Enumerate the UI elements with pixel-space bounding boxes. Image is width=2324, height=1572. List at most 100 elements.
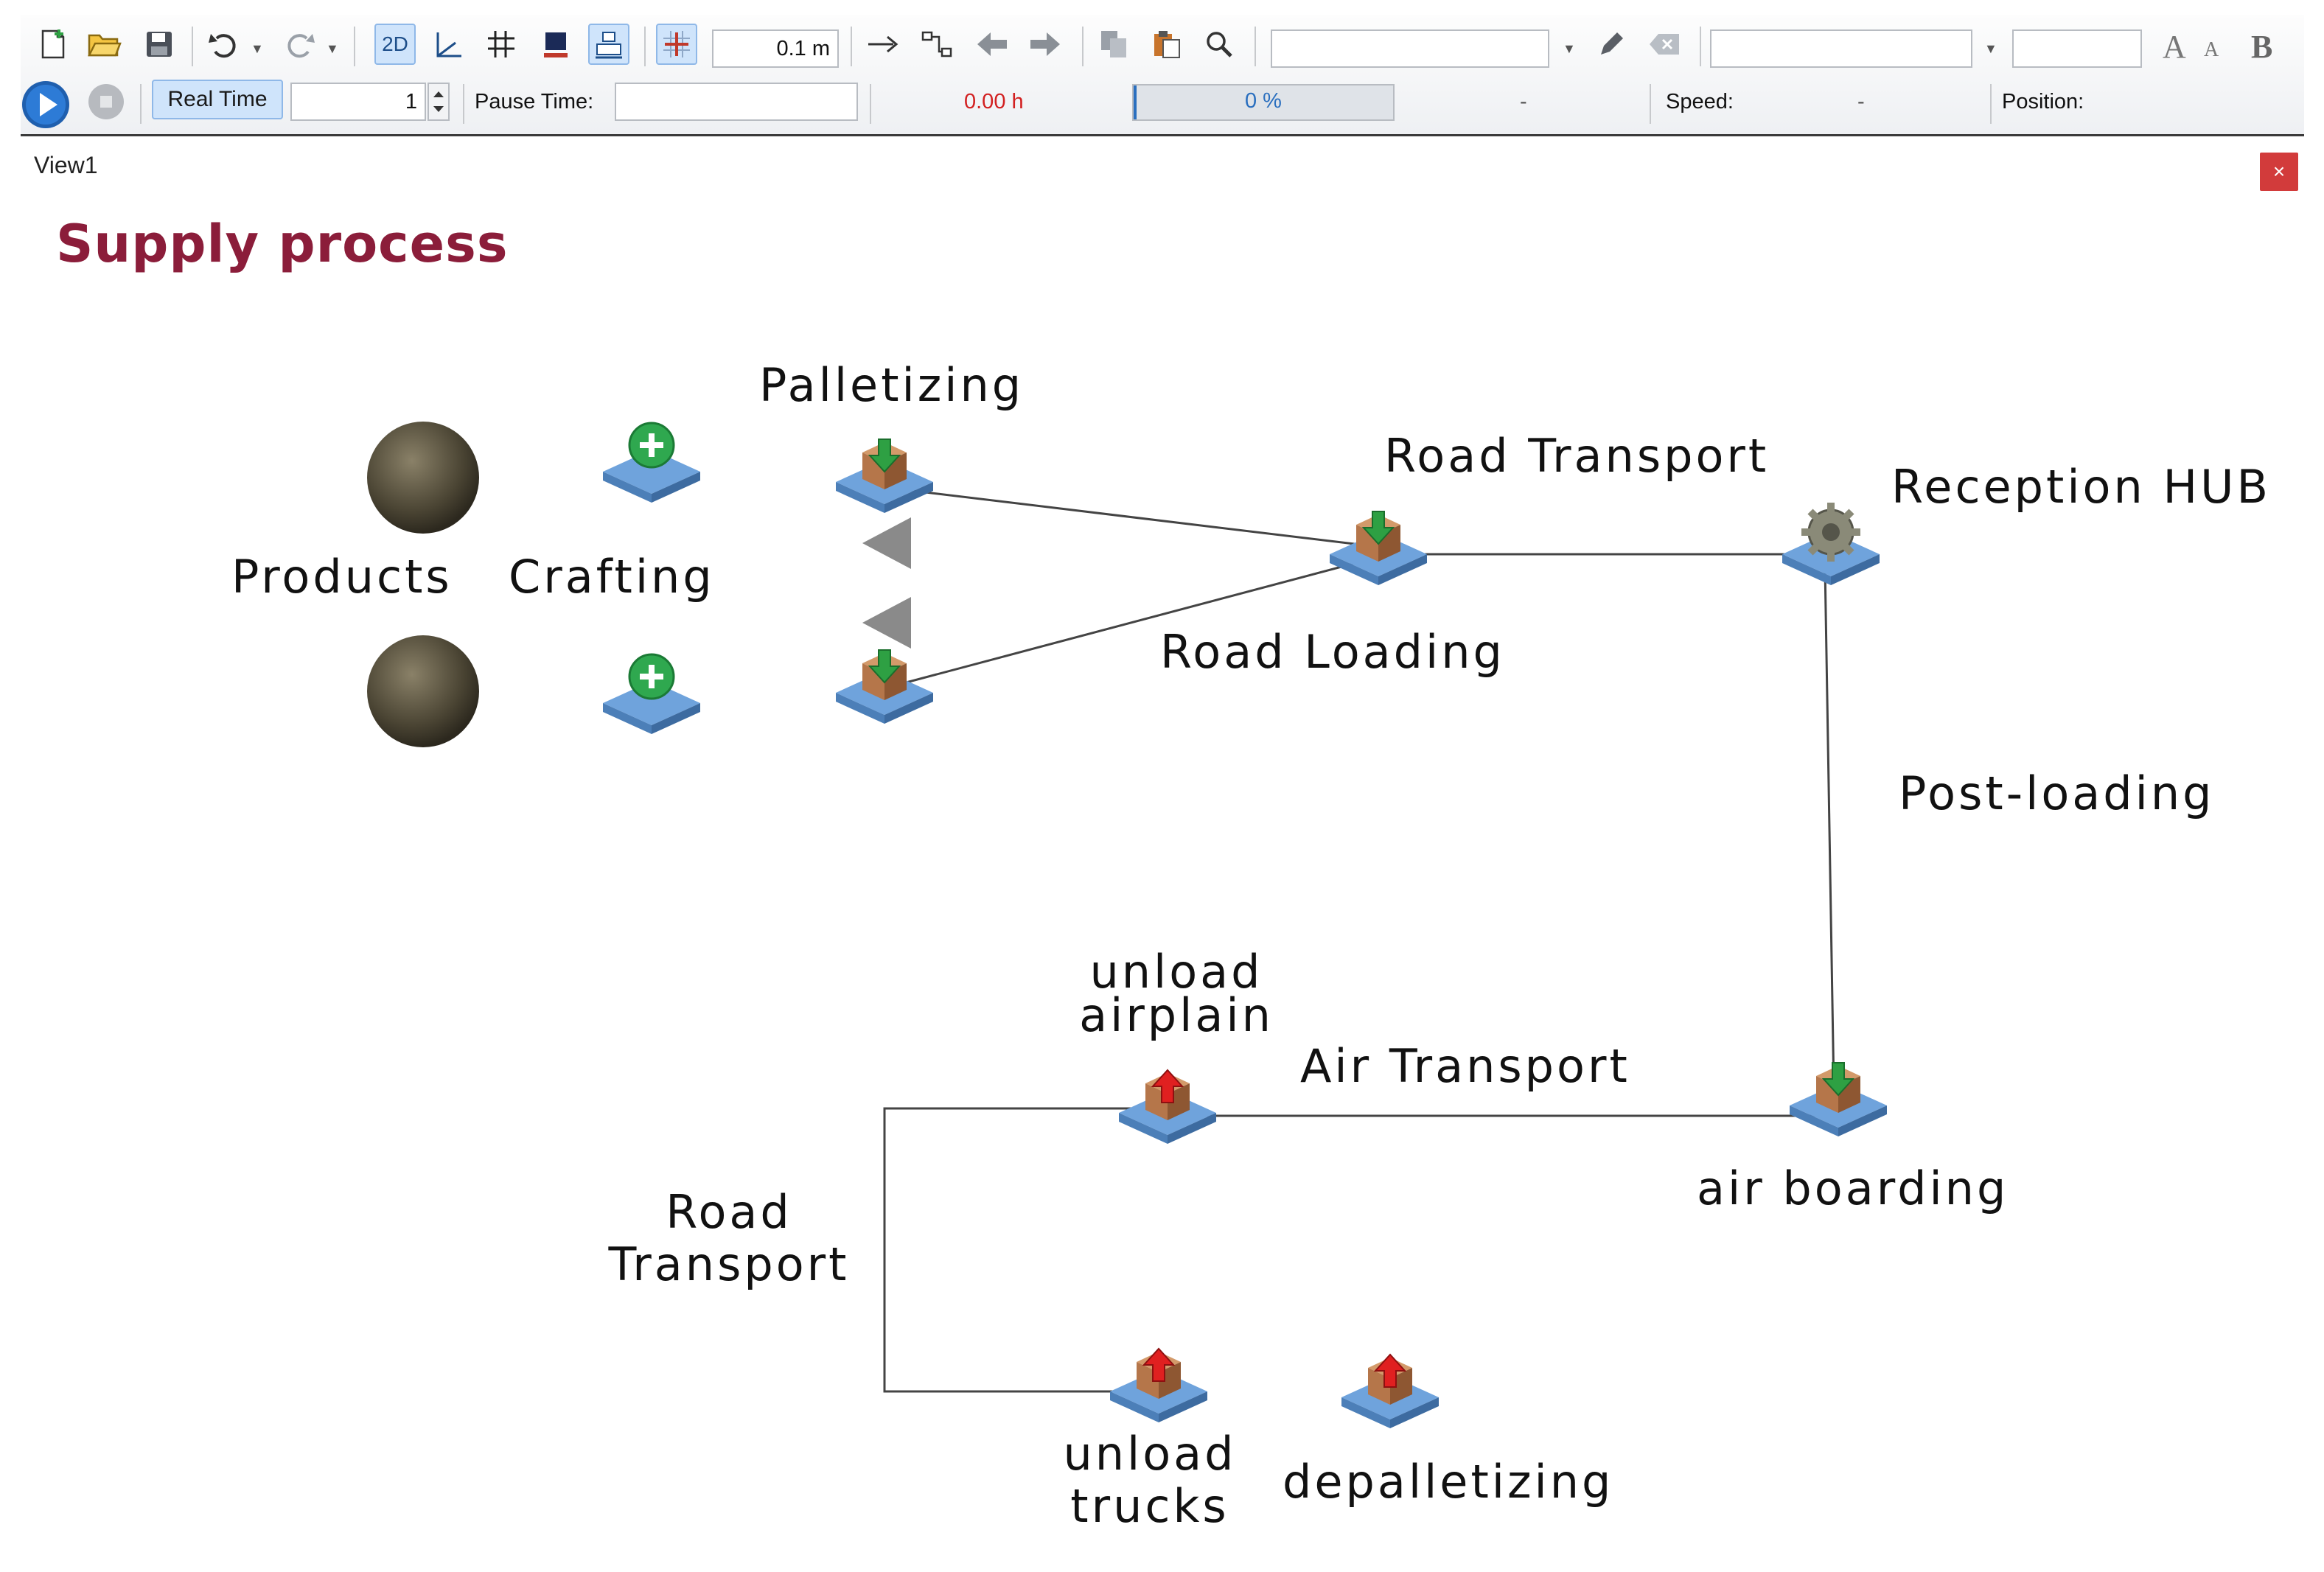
toolbar-separator	[851, 27, 852, 66]
label-unload-trucks-line-2: trucks	[1070, 1479, 1229, 1534]
toolbar-separator	[1990, 84, 1992, 124]
play-button[interactable]	[21, 80, 71, 130]
palletizing-node-2[interactable]	[836, 649, 933, 724]
toolbar-separator	[354, 27, 355, 66]
air-boarding-node[interactable]	[1790, 1062, 1887, 1136]
font-family-dropdown-icon[interactable]: ▼	[1563, 41, 1576, 56]
progress-bar-fill	[1134, 85, 1137, 119]
label-road-transport-bottom-line-2: Transport	[608, 1237, 850, 1292]
label-reception-hub: Reception HUB	[1891, 460, 2272, 514]
label-road-loading: Road Loading	[1160, 625, 1505, 679]
grid-icon[interactable]	[481, 24, 522, 65]
view-tab-label[interactable]: View1	[34, 152, 98, 178]
undo-dropdown-icon[interactable]: ▼	[251, 41, 264, 56]
crafting-node-2[interactable]	[603, 653, 700, 734]
label-post-loading: Post-loading	[1899, 766, 2215, 820]
toolbar-separator	[140, 84, 142, 124]
unload-trucks-node[interactable]	[1110, 1348, 1207, 1422]
label-products: Products	[231, 550, 453, 604]
palletizing-node-1[interactable]	[836, 439, 933, 513]
pencil-icon[interactable]	[1591, 24, 1632, 65]
toolbar-separator	[1700, 27, 1701, 66]
zoom-icon[interactable]	[1198, 24, 1240, 65]
reception-hub-node[interactable]	[1782, 503, 1880, 585]
label-palletizing: Palletizing	[759, 358, 1025, 412]
label-crafting: Crafting	[509, 550, 715, 604]
pause-time-field[interactable]	[615, 83, 858, 121]
speed-multiplier-spinner[interactable]	[428, 83, 450, 121]
bold-button[interactable]: B	[2251, 29, 2273, 65]
arrow-right-icon[interactable]	[1025, 24, 1066, 65]
label-road-transport-top: Road Transport	[1384, 429, 1770, 483]
toolbar-separator	[463, 84, 464, 124]
crafting-node-1[interactable]	[603, 422, 700, 503]
gear-icon	[1801, 503, 1860, 562]
real-time-button[interactable]: Real Time	[152, 80, 283, 119]
speed-multiplier-field[interactable]: 1	[290, 83, 426, 121]
toolbar-separator	[1255, 27, 1256, 66]
label-road-transport-bottom-line-1: Road	[666, 1185, 792, 1239]
label-unload-airplain: unload airplain	[1058, 948, 1294, 1039]
arrow-left-icon[interactable]	[971, 24, 1013, 65]
axis-icon[interactable]	[428, 24, 469, 65]
connector-unload-airplain-to-unload-trucks	[883, 1107, 1135, 1393]
label-unload-airplain-line-2: airplain	[1079, 988, 1274, 1043]
new-file-icon[interactable]	[32, 24, 74, 65]
products-source-node-2[interactable]	[367, 635, 479, 747]
direction-triangle-icon	[862, 517, 911, 569]
open-folder-icon[interactable]	[84, 24, 125, 65]
label-unload-airplain-line-1: unload	[1089, 945, 1263, 999]
connector-palletizing-to-road-transport	[900, 488, 1367, 547]
copy-icon[interactable]	[1094, 24, 1135, 65]
align-icon[interactable]	[588, 24, 629, 65]
toolbar-row-2: Real Time 1 Pause Time: 0.00 h 0 % - Spe…	[21, 80, 2304, 131]
font-size-select[interactable]	[1710, 29, 1972, 68]
color-field[interactable]	[2012, 29, 2142, 68]
speed-value: -	[1857, 90, 1865, 113]
view-2d-button[interactable]: 2D	[374, 24, 416, 65]
depalletizing-node[interactable]	[1341, 1354, 1439, 1428]
eraser-icon[interactable]	[1644, 24, 1685, 65]
save-icon[interactable]	[139, 24, 180, 65]
connector-arrow-icon[interactable]	[862, 24, 904, 65]
toolbar-separator	[1082, 27, 1084, 66]
link-nodes-icon[interactable]	[917, 24, 958, 65]
toolbar-separator	[1650, 84, 1651, 124]
toolbar: ▼ ▼ 2D 0.1 m	[21, 15, 2304, 136]
progress-text: 0 %	[1245, 89, 1282, 113]
label-road-transport-bottom: Road Transport	[593, 1188, 865, 1288]
status-placeholder: -	[1520, 90, 1527, 113]
simulation-time-readout: 0.00 h	[964, 90, 1024, 113]
font-family-select[interactable]	[1271, 29, 1549, 68]
connector-palletizing-2-to-road-transport	[900, 559, 1367, 685]
label-depalletizing: depalletizing	[1283, 1455, 1614, 1509]
road-transport-node[interactable]	[1330, 511, 1427, 585]
undo-icon[interactable]	[203, 24, 245, 65]
toolbar-row-1: ▼ ▼ 2D 0.1 m	[21, 24, 2304, 77]
connector-lines	[883, 488, 1835, 1393]
progress-bar: 0 %	[1132, 84, 1395, 121]
font-size-dropdown-icon[interactable]: ▼	[1984, 41, 1997, 56]
speed-label: Speed:	[1666, 90, 1734, 113]
decrease-font-button[interactable]: A	[2204, 38, 2219, 61]
connector-reception-hub-to-air-boarding	[1824, 567, 1835, 1090]
redo-dropdown-icon[interactable]: ▼	[326, 41, 339, 56]
position-label: Position:	[2002, 90, 2084, 113]
label-air-transport: Air Transport	[1300, 1039, 1630, 1093]
products-source-node-1[interactable]	[367, 422, 479, 534]
increase-font-button[interactable]: A	[2163, 29, 2186, 65]
paste-icon[interactable]	[1145, 24, 1187, 65]
unload-airplain-node[interactable]	[1119, 1069, 1216, 1144]
close-view-button[interactable]: ×	[2260, 153, 2298, 191]
toolbar-separator	[192, 27, 193, 66]
grid-size-field[interactable]: 0.1 m	[712, 29, 839, 68]
redo-icon[interactable]	[279, 24, 320, 65]
label-unload-trucks-line-1: unload	[1063, 1427, 1237, 1481]
label-unload-trucks: unload trucks	[1032, 1430, 1268, 1530]
snap-to-grid-icon[interactable]	[656, 24, 697, 65]
toolbar-separator	[870, 84, 871, 124]
fill-color-icon[interactable]	[535, 24, 576, 65]
pause-time-label: Pause Time:	[475, 90, 594, 113]
stop-button[interactable]	[84, 80, 128, 124]
